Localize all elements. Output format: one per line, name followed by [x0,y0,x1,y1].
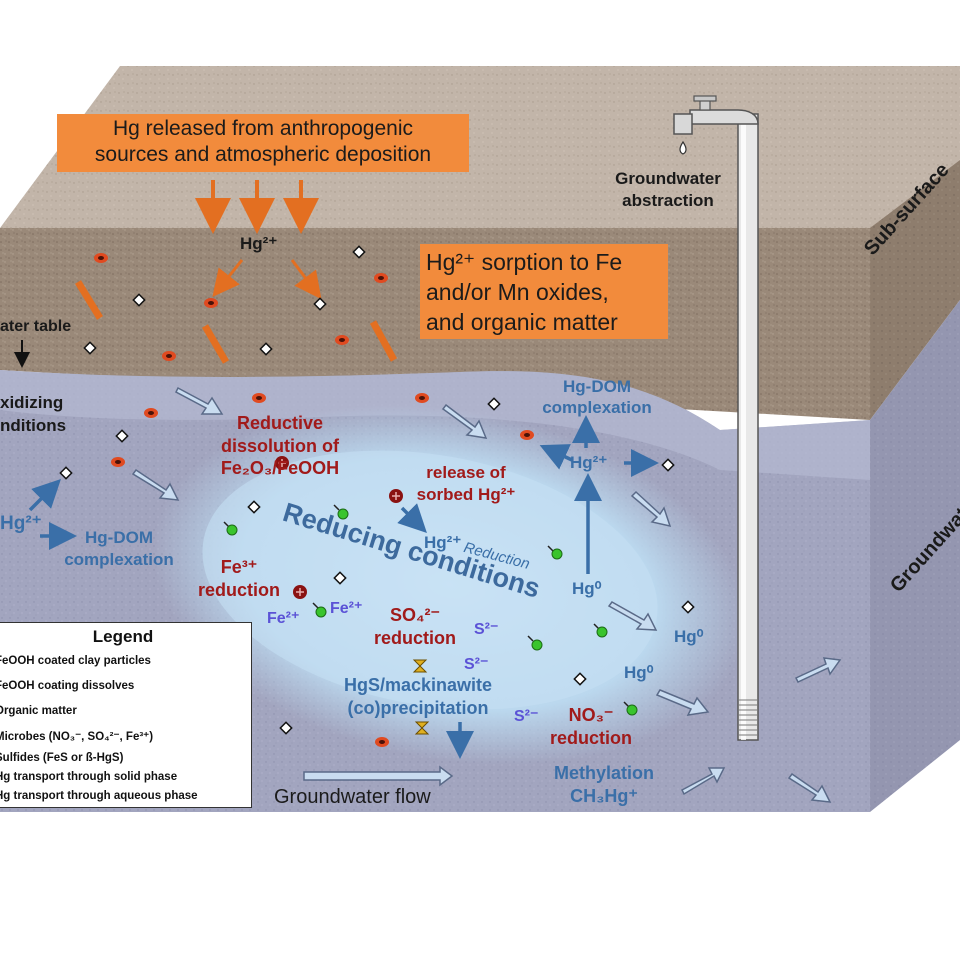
fe3-reduction-label: Fe³⁺ reduction [184,556,294,603]
oxidizing-line-1: xidizing [0,393,64,412]
aqueous-transport-arrows [131,386,842,803]
hg0-label-b: Hg⁰ [674,627,704,646]
s2-label-c: S²⁻ [514,708,539,725]
release-line-2: sorbed Hg²⁺ [416,485,516,505]
s2-label-a: S²⁻ [474,621,499,638]
groundwater-abstraction-label: Groundwater abstraction [598,168,738,212]
hg2-top-label: Hg²⁺ [240,234,278,253]
oxidizing-line-2: nditions [0,415,67,435]
legend-title: Legend [92,627,154,646]
reductive-line-2: dissolution of [221,435,339,456]
so4-line-1: SO₄²⁻ [389,605,441,625]
methylation-line-1: Methylation [553,763,654,783]
hg-release-label: Hg released from anthropogenic sources a… [57,116,469,169]
reductive-dissolution-label: Reductive dissolution of Fe₂O₃/FeOOH [200,412,360,480]
organic-matter-diamonds [59,245,695,735]
no3-reduction-label: NO₃⁻ reduction [536,704,646,751]
hg2-right-label: Hg²⁺ [570,453,608,472]
hg2-reduction-ion: Hg²⁺ [424,533,462,552]
hg2-left-label: Hg²⁺ [0,513,42,534]
hg-release-box [57,114,469,172]
hg-dom-left-line-2: complexation [64,550,174,570]
methylation-line-2: CH₃Hg⁺ [570,786,638,807]
legend-item: FeOOH coating dissolves [0,680,135,692]
legend-item: Microbes (NO₃⁻, SO₄²⁻, Fe³⁺) [0,731,154,743]
side-soil-layer [870,160,960,420]
reducing-zone-core [202,450,658,710]
legend-item: Organic matter [0,705,77,717]
sulfide-markers [412,659,430,735]
oxidizing-conditions-label: xidizing nditions [0,392,66,438]
legend-item: FeOOH coated clay particles [0,655,151,667]
legend-item: Hg transport through solid phase [0,771,178,783]
hg-dom-top-line-2: complexation [542,398,652,418]
well-pipe [737,113,759,741]
water-table-label: ater table [0,318,72,335]
sorption-line-2: and/or Mn oxides, [426,278,609,305]
sorption-line-1: Hg²⁺ sorption to Fe [426,249,623,275]
hg-release-line-1: Hg released from anthropogenic [112,117,413,140]
abstraction-line-2: abstraction [622,191,714,211]
orange-arrow [212,259,244,298]
sorption-box [420,244,668,339]
reductive-line-1: Reductive [236,413,324,433]
process-arrows [28,415,659,759]
hg-dom-top-line-1: Hg-DOM [563,377,631,396]
sorption-line-3: and organic matter [426,308,618,335]
hgs-line-1: HgS/mackinawite [343,675,493,695]
dissolving-coating-markers [275,456,403,599]
hg0-label-a: Hg⁰ [572,579,602,598]
no3-line-2: reduction [549,728,632,749]
hg-dom-left-line-1: Hg-DOM [85,528,153,547]
fe3-line-2: reduction [197,580,280,601]
no3-line-1: NO₃⁻ [568,705,614,725]
hg-release-line-2: sources and atmospheric deposition [94,143,432,167]
release-sorbed-label: release of sorbed Hg²⁺ [404,462,528,506]
fe3-line-1: Fe³⁺ [220,557,258,577]
so4-line-2: reduction [373,628,456,649]
groundwater-flow-label: Groundwater flow [274,786,431,808]
legend-item: Sulfides (FeS or ß-HgS) [0,752,124,764]
side-aquifer-layer [870,300,960,812]
microbes [223,504,638,716]
so4-reduction-label: SO₄²⁻ reduction [360,604,470,651]
orange-arrow [290,259,322,300]
legend-panel: Legend FeOOH coated clay particles FeOOH… [0,622,252,808]
abstraction-line-1: Groundwater [615,169,721,188]
methylation-label: Methylation CH₃Hg⁺ [534,762,674,809]
tap-icon [673,95,759,155]
solid-phase-transport-bars [75,280,398,364]
hgs-precipitation-label: HgS/mackinawite (co)precipitation [318,674,518,719]
hg0-label-c: Hg⁰ [624,663,654,682]
fe2-label-b: Fe²⁺ [330,600,363,617]
hg-dom-left-label: Hg-DOM complexation [44,527,194,571]
hg-dom-top-label: Hg-DOM complexation [522,376,672,419]
top-surface [0,66,960,228]
reductive-line-3: Fe₂O₃/FeOOH [220,458,340,478]
fe2-label-a: Fe²⁺ [267,610,300,627]
feooh-particles [94,253,534,747]
hgs-line-2: (co)precipitation [347,697,489,718]
sorption-label: Hg²⁺ sorption to Fe and/or Mn oxides, an… [426,248,622,338]
release-line-1: release of [426,463,506,482]
s2-label-b: S²⁻ [464,656,489,673]
legend-item: Hg transport through aqueous phase [0,790,198,802]
water-table-surface [0,370,870,480]
